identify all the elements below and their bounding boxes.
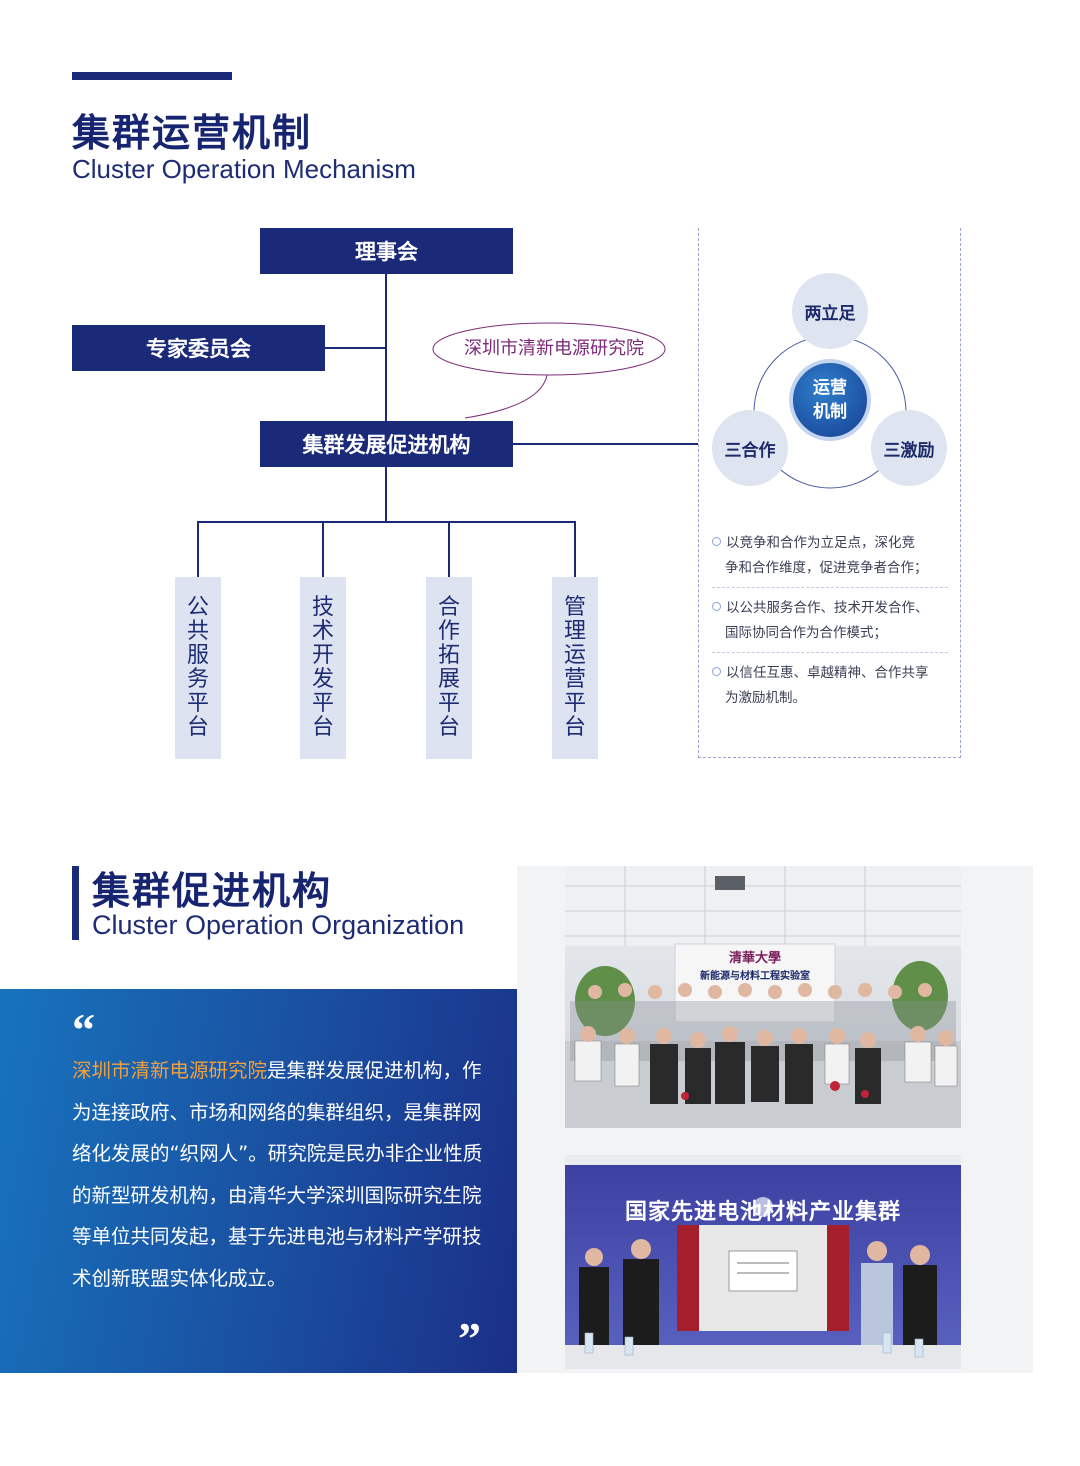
platform-label-char: 发 — [311, 667, 334, 692]
platform-label-char: 共 — [186, 619, 209, 644]
connector-platform-4 — [574, 521, 576, 577]
section2-subtitle: Cluster Operation Organization — [92, 910, 465, 940]
section-title: 集群运营机制 — [72, 111, 313, 155]
institute-label: 深圳市清新电源研究院 — [464, 338, 644, 359]
platform-label-char: 务 — [186, 667, 209, 692]
title-accent-bar — [72, 72, 232, 80]
platform-label-char: 开 — [311, 643, 334, 668]
connector-platform-2 — [322, 521, 324, 577]
circle-three-cooperations: 三合作 — [712, 410, 788, 486]
bullet-1-line1: 以竞争和合作为立足点，深化竞 — [726, 535, 915, 551]
connector-horizontal-platforms — [198, 521, 576, 523]
bullet-2-line2: 国际协同合作为合作模式； — [725, 625, 887, 641]
bullet-3-line1: 以信任互惠、卓越精神、合作共享 — [726, 665, 929, 681]
platform-label-char: 技 — [311, 595, 334, 620]
platform-label-char: 平 — [186, 691, 209, 716]
platform-label-char: 术 — [311, 619, 334, 644]
connector-vertical-main — [385, 274, 387, 421]
platform-label-char: 运 — [563, 643, 586, 668]
bullet-2-line1: 以公共服务合作、技术开发合作、 — [726, 600, 929, 616]
institute-highlight: 深圳市清新电源研究院 — [72, 1059, 268, 1082]
organization-description: 深圳市清新电源研究院是集群发展促进机构，作为连接政府、市场和网络的集群组织，是集… — [72, 1050, 492, 1299]
bullet-1-line2: 争和合作维度，促进竞争者合作； — [725, 560, 928, 576]
bullet-dot-icon — [712, 602, 721, 611]
platform-label-char: 台 — [311, 715, 334, 740]
quote-close-icon: ” — [458, 1313, 481, 1364]
institute-bubble — [432, 322, 666, 419]
center-label-line1: 运营 — [813, 378, 847, 398]
center-operation-mechanism: 运营机制 — [789, 359, 871, 441]
platform-label-char: 合 — [437, 595, 460, 620]
connector-to-panel — [513, 443, 698, 445]
bullet-dot-icon — [712, 667, 721, 676]
platform-label-char: 管 — [563, 595, 586, 620]
platform-label-char: 拓 — [437, 643, 460, 668]
unveiling-photo — [565, 1155, 961, 1369]
bullet-divider — [712, 652, 948, 653]
title-accent-bar-vertical — [72, 866, 79, 940]
platform-label-char: 公 — [186, 595, 209, 620]
connector-expert — [325, 347, 386, 349]
platform-label-char: 台 — [437, 715, 460, 740]
section2-title: 集群促进机构 — [92, 869, 333, 913]
connector-platform-3 — [448, 521, 450, 577]
quote-open-icon: “ — [72, 1004, 95, 1055]
mechanism-panel — [698, 228, 961, 758]
platform-tech-development: 技术开发平台 — [300, 577, 346, 759]
platform-label-char: 平 — [563, 691, 586, 716]
mechanism-bullet-2: 以公共服务合作、技术开发合作、 国际协同合作为合作模式； — [712, 596, 950, 646]
unveiling-banner-text: 国家先进电池材料产业集群 — [624, 1200, 901, 1225]
platform-label-char: 台 — [186, 715, 209, 740]
bullet-divider — [712, 587, 948, 588]
mechanism-bullet-1: 以竞争和合作为立足点，深化竞 争和合作维度，促进竞争者合作； — [712, 531, 950, 581]
platform-label-char: 服 — [186, 643, 209, 668]
platform-label-char: 平 — [311, 691, 334, 716]
group-photo: 清華大學 新能源与材料工程实验室 — [565, 866, 961, 1128]
svg-text:清華大學: 清華大學 — [729, 950, 781, 966]
platform-label-char: 平 — [437, 691, 460, 716]
platform-label-char: 理 — [563, 619, 586, 644]
expert-committee-box: 专家委员会 — [72, 325, 325, 371]
description-text: 是集群发展促进机构，作为连接政府、市场和网络的集群组织，是集群网络化发展的“织网… — [72, 1059, 483, 1290]
center-label-line2: 机制 — [813, 402, 847, 422]
quote-box — [0, 989, 517, 1373]
circle-two-foundations: 两立足 — [792, 273, 868, 349]
mechanism-bullet-3: 以信任互惠、卓越精神、合作共享 为激励机制。 — [712, 661, 950, 711]
bullet-3-line2: 为激励机制。 — [725, 690, 806, 706]
lab-sign-text: 新能源与材料工程实验室 — [700, 969, 810, 982]
connector-vertical-lower — [385, 467, 387, 522]
platform-label-char: 营 — [563, 667, 586, 692]
promotion-agency-box: 集群发展促进机构 — [260, 421, 513, 467]
circle-three-incentives: 三激励 — [871, 410, 947, 486]
platform-label-char: 作 — [437, 619, 460, 644]
platform-label-char: 台 — [563, 715, 586, 740]
platform-public-service: 公共服务平台 — [175, 577, 221, 759]
bullet-dot-icon — [712, 537, 721, 546]
platform-cooperation: 合作拓展平台 — [426, 577, 472, 759]
platform-management: 管理运营平台 — [552, 577, 598, 759]
platform-label-char: 展 — [437, 667, 460, 692]
board-box: 理事会 — [260, 228, 513, 274]
section-subtitle: Cluster Operation Mechanism — [72, 154, 416, 184]
connector-platform-1 — [197, 521, 199, 577]
